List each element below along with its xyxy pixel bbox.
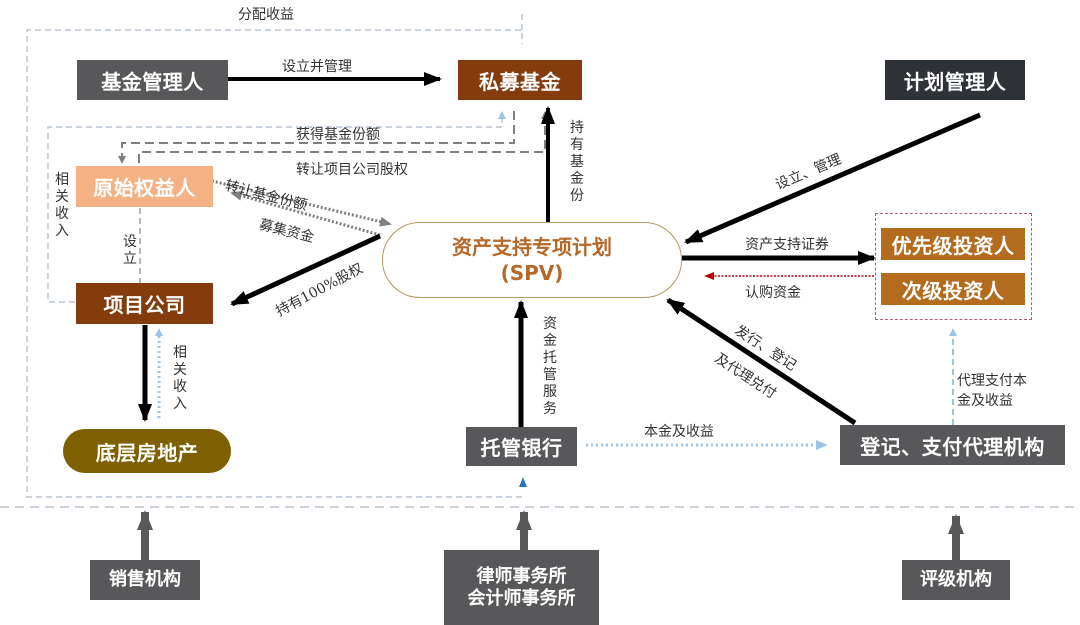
transfer-fund-shares-arrow (207, 178, 392, 227)
node-junior-investor: 次级投资人 (881, 273, 1025, 305)
law-firm-label: 律师事务所 (476, 565, 567, 587)
rating-agency: 评级机构 (902, 560, 1010, 600)
accounting-firm-label: 会计师事务所 (467, 587, 576, 609)
hold-100-equity-arrow (230, 233, 382, 307)
node-fund-manager: 基金管理人 (77, 60, 228, 100)
label-subscription-funds: 认购资金 (745, 285, 801, 301)
label-related-income-bottom: 相关收入 (173, 345, 187, 412)
label-transfer-project-equity: 转让项目公司股权 (296, 162, 408, 178)
sales-institution: 销售机构 (90, 560, 200, 600)
owner-to-fund-line (138, 111, 549, 163)
sales-institution-label: 销售机构 (109, 569, 181, 590)
label-obtain-fund-shares: 获得基金份额 (296, 127, 380, 143)
spv-subtitle: (SPV) (500, 261, 564, 285)
node-plan-manager: 计划管理人 (885, 60, 1025, 100)
related-income-frame (47, 111, 506, 303)
label-agency-pay-principal-2: 金及收益 (957, 393, 1013, 409)
raise-funds-arrow (230, 190, 381, 237)
investors-group (875, 213, 1032, 320)
label-establish-and-manage: 设立并管理 (282, 59, 352, 75)
establish-manage-arrow (684, 112, 981, 245)
node-original-owner: 原始权益人 (76, 166, 213, 207)
label-fund-custody: 资金托管服务 (543, 316, 557, 417)
node-custodian-bank: 托管银行 (466, 427, 577, 466)
node-spv: 资产支持专项计划 (SPV) (382, 222, 682, 298)
label-establish: 设立 (122, 234, 138, 268)
node-project-company: 项目公司 (76, 283, 213, 324)
label-distribute-income: 分配收益 (238, 7, 294, 23)
node-underlying-property: 底层房地产 (63, 429, 231, 473)
obtain-fund-shares-line (118, 111, 515, 164)
label-agency-pay-principal: 代理支付本 (957, 373, 1027, 389)
label-abs-securities: 资产支持证券 (745, 237, 829, 253)
node-private-fund: 私募基金 (458, 60, 582, 100)
label-related-income-left: 相关收入 (55, 172, 69, 239)
label-principal-and-income: 本金及收益 (644, 424, 714, 440)
law-accounting-firms: 律师事务所 会计师事务所 (444, 550, 599, 625)
spv-title: 资产支持专项计划 (452, 235, 612, 259)
node-senior-investor: 优先级投资人 (881, 228, 1025, 260)
node-registration-agent: 登记、支付代理机构 (840, 425, 1065, 465)
label-hold-fund-shares: 持有基金份 (570, 120, 584, 204)
issue-register-arrow (666, 297, 857, 426)
distribute-income-line (26, 29, 523, 498)
rating-agency-label: 评级机构 (920, 569, 992, 590)
custodian-up-triangle (519, 477, 527, 487)
